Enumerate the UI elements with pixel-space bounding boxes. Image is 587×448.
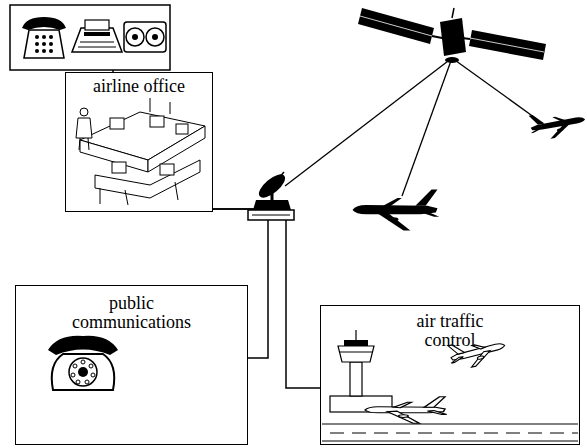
art-shape bbox=[432, 36, 442, 38]
art-shape bbox=[445, 57, 459, 63]
art-shape bbox=[79, 138, 80, 150]
art-shape bbox=[80, 140, 148, 172]
box-label: airline office bbox=[69, 77, 209, 96]
art-shape bbox=[71, 373, 75, 377]
art-shape bbox=[469, 30, 546, 60]
radio-link bbox=[452, 58, 538, 120]
connector-line bbox=[213, 209, 268, 358]
aircraft bbox=[365, 397, 447, 423]
art-shape bbox=[24, 30, 64, 58]
art-shape bbox=[91, 373, 95, 377]
art-shape bbox=[358, 8, 434, 44]
art-shape bbox=[85, 380, 89, 384]
art-shape bbox=[146, 28, 164, 46]
box-label: air traffic control bbox=[395, 312, 505, 350]
art-shape bbox=[350, 362, 362, 396]
art-shape bbox=[78, 367, 88, 377]
art-shape bbox=[42, 35, 46, 39]
art-shape bbox=[253, 200, 291, 210]
art-shape bbox=[80, 42, 114, 43]
art-shape bbox=[340, 352, 372, 353]
art-shape bbox=[176, 124, 188, 134]
art-shape bbox=[42, 49, 46, 53]
radio-link bbox=[402, 58, 452, 196]
connector-line bbox=[213, 209, 320, 388]
art-shape bbox=[22, 17, 66, 30]
art-shape bbox=[76, 380, 80, 384]
art-shape bbox=[73, 364, 77, 368]
art-shape bbox=[248, 210, 294, 220]
art-shape bbox=[35, 49, 39, 53]
art-shape bbox=[124, 22, 166, 52]
art-shape bbox=[100, 182, 178, 205]
art-shape bbox=[150, 98, 151, 112]
art-shape bbox=[69, 358, 97, 386]
art-shape bbox=[35, 35, 39, 39]
art-shape bbox=[355, 330, 356, 340]
printer-terminal bbox=[72, 20, 122, 52]
art-shape bbox=[152, 34, 158, 40]
desk-telephone bbox=[22, 17, 66, 58]
satellite bbox=[285, 8, 546, 196]
art-shape bbox=[470, 38, 544, 52]
tape-unit bbox=[124, 22, 166, 52]
art-shape bbox=[80, 108, 88, 116]
art-shape bbox=[344, 340, 368, 346]
office-scene bbox=[76, 98, 205, 205]
art-shape bbox=[322, 441, 578, 442]
equipment-box bbox=[10, 5, 170, 73]
art-shape bbox=[160, 164, 174, 175]
art-shape bbox=[255, 170, 289, 201]
art-shape bbox=[112, 162, 126, 173]
art-shape bbox=[252, 215, 290, 216]
art-shape bbox=[42, 42, 46, 46]
art-shape bbox=[330, 432, 578, 433]
box-label: public communications bbox=[67, 294, 197, 332]
art-shape bbox=[440, 18, 466, 56]
art-shape bbox=[76, 118, 92, 138]
art-shape bbox=[84, 32, 110, 36]
art-shape bbox=[272, 172, 284, 186]
ground-station bbox=[248, 170, 294, 220]
art-shape bbox=[35, 42, 39, 46]
art-shape bbox=[170, 102, 171, 114]
illustration-box: public communications bbox=[15, 285, 248, 445]
art-shape bbox=[49, 35, 53, 39]
art-shape bbox=[81, 360, 85, 364]
art-shape bbox=[52, 354, 115, 390]
rotary-telephone bbox=[48, 336, 118, 390]
art-shape bbox=[89, 364, 93, 368]
art-shape bbox=[150, 116, 164, 127]
radio-link bbox=[285, 58, 452, 186]
art-shape bbox=[360, 16, 432, 36]
art-shape bbox=[95, 160, 200, 198]
art-shape bbox=[48, 336, 118, 355]
art-shape bbox=[452, 8, 454, 18]
art-shape bbox=[78, 47, 116, 48]
art-shape bbox=[49, 49, 53, 53]
aircraft bbox=[528, 106, 587, 142]
art-shape bbox=[72, 28, 122, 52]
illustration-box: airline office bbox=[65, 72, 213, 212]
art-shape bbox=[110, 118, 124, 129]
equipment-frame bbox=[10, 5, 170, 70]
art-shape bbox=[132, 34, 138, 40]
aircraft bbox=[353, 190, 440, 231]
art-shape bbox=[85, 20, 109, 30]
art-shape bbox=[338, 346, 374, 362]
art-shape bbox=[88, 138, 89, 150]
illustration-box: air traffic control bbox=[320, 305, 580, 445]
art-shape bbox=[126, 28, 144, 46]
art-shape bbox=[49, 42, 53, 46]
art-shape bbox=[322, 424, 578, 425]
